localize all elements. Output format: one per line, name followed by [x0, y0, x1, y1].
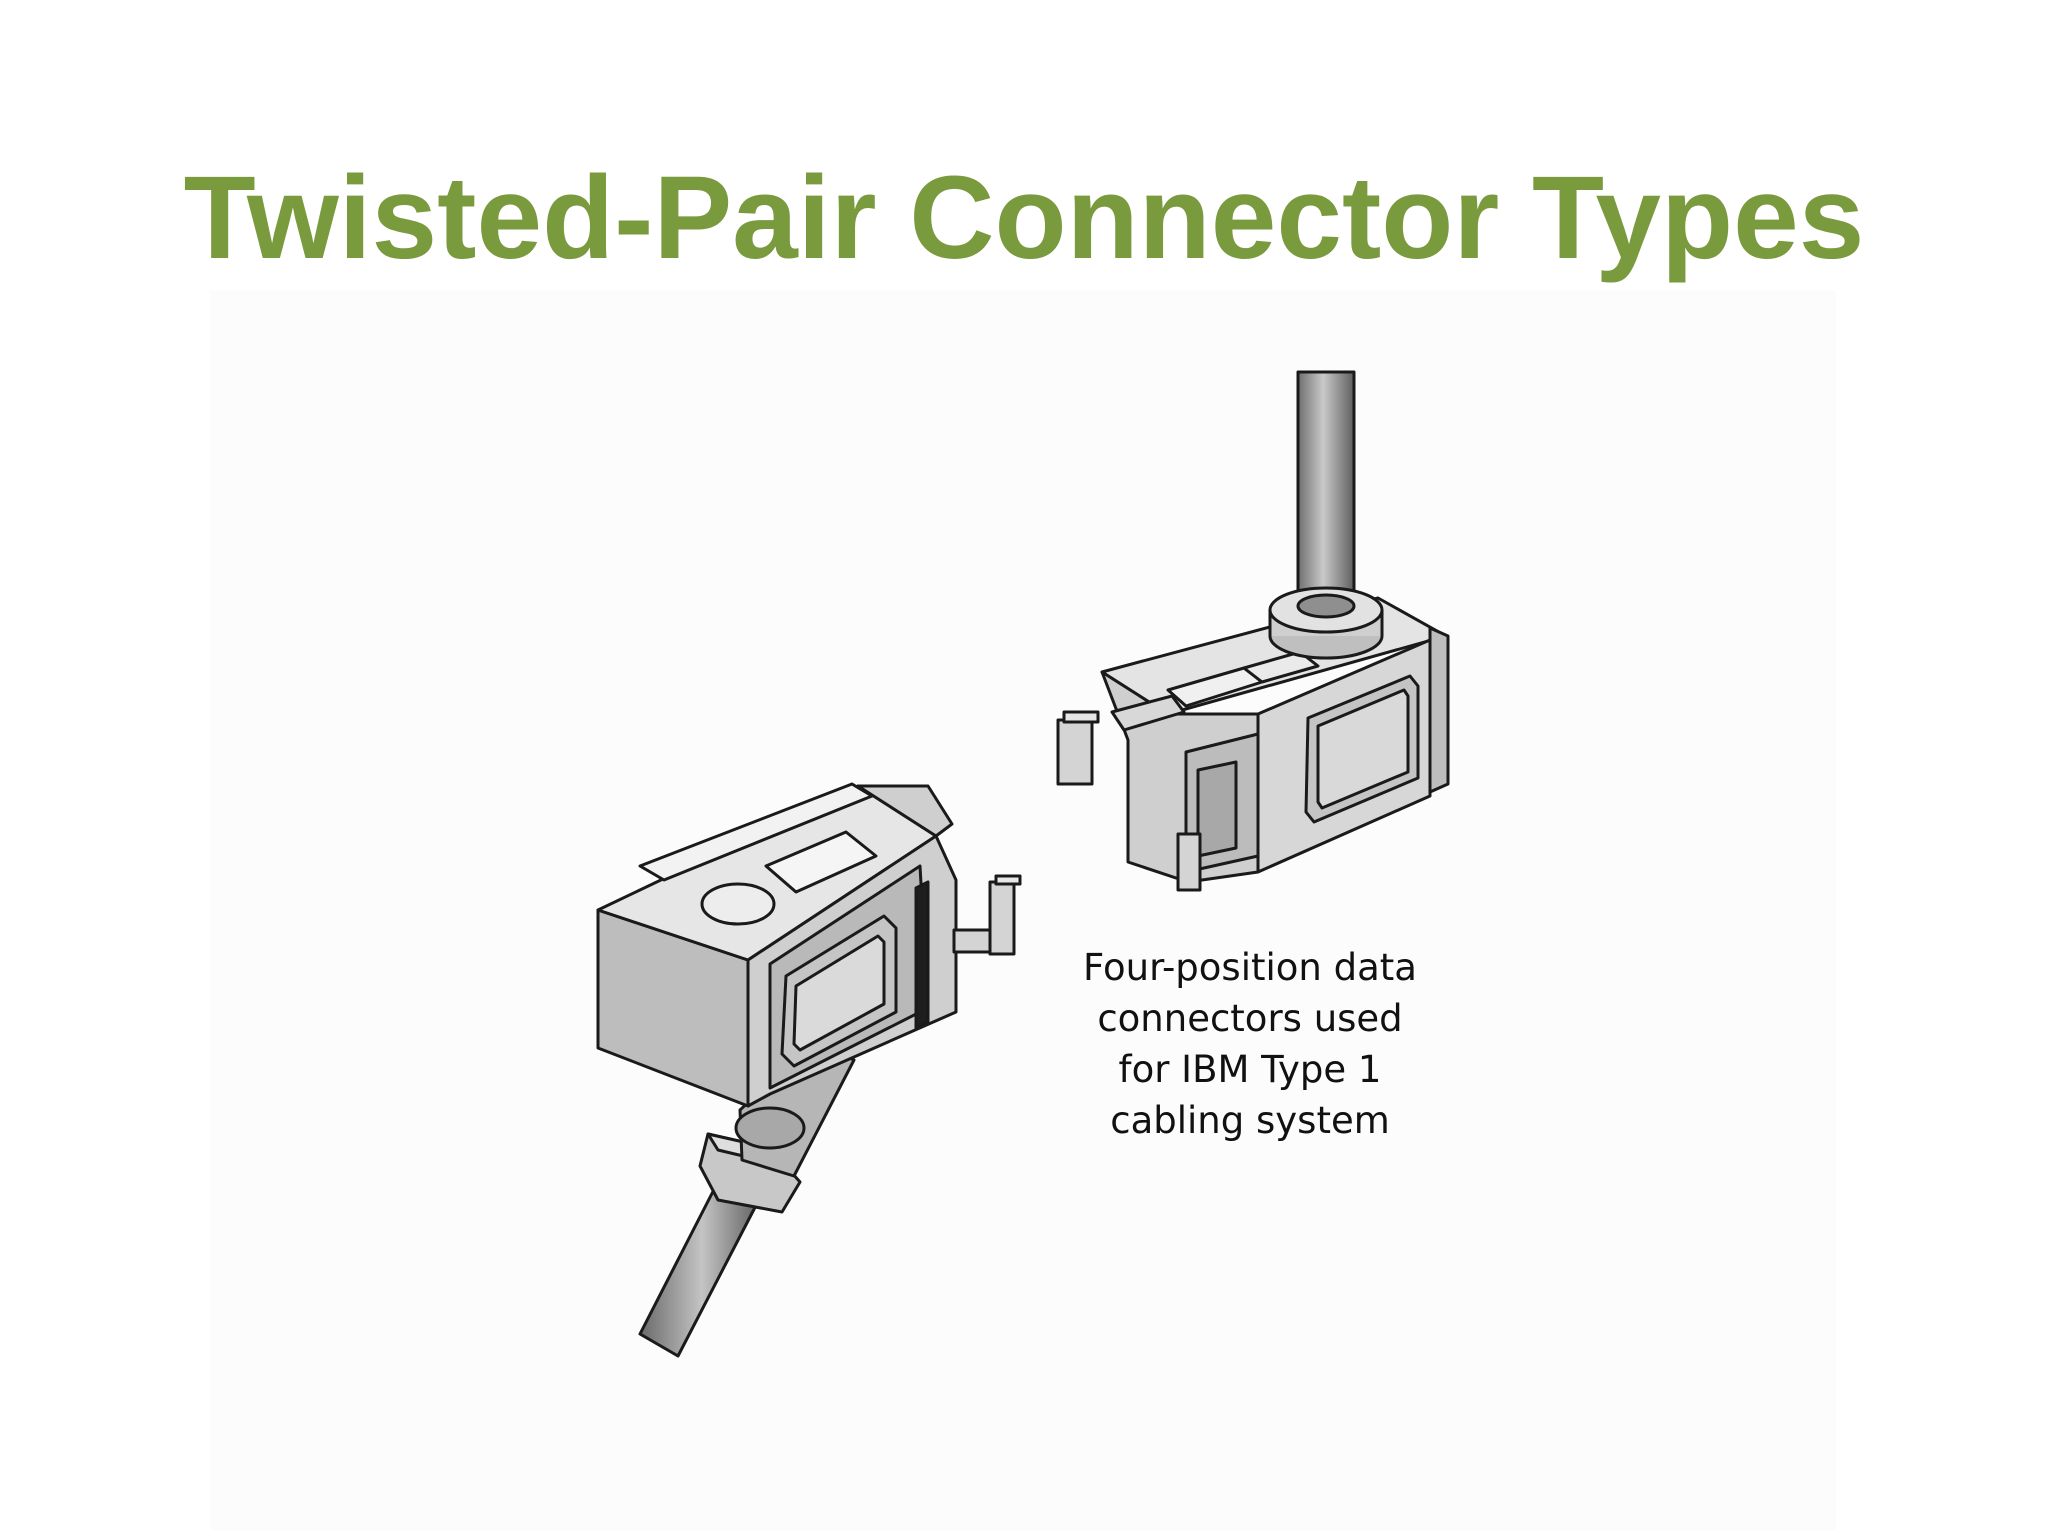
caption-line: Four-position data: [1083, 946, 1417, 989]
figure-caption: Four-position data connectors used for I…: [1040, 942, 1460, 1146]
left-connector: [596, 782, 1022, 1358]
right-cable: [1296, 370, 1356, 610]
left-connector-top-circle: [700, 882, 776, 926]
right-connector-key-tab-top: [1056, 718, 1094, 786]
right-connector: [1056, 370, 1450, 892]
caption-line: connectors used: [1097, 997, 1403, 1040]
slide-title: Twisted-Pair Connector Types: [183, 152, 1865, 284]
right-connector-key-tab-bottom: [1176, 832, 1202, 892]
figure-panel: [210, 290, 1836, 1530]
caption-line: cabling system: [1110, 1099, 1390, 1142]
caption-line: for IBM Type 1: [1118, 1048, 1382, 1091]
